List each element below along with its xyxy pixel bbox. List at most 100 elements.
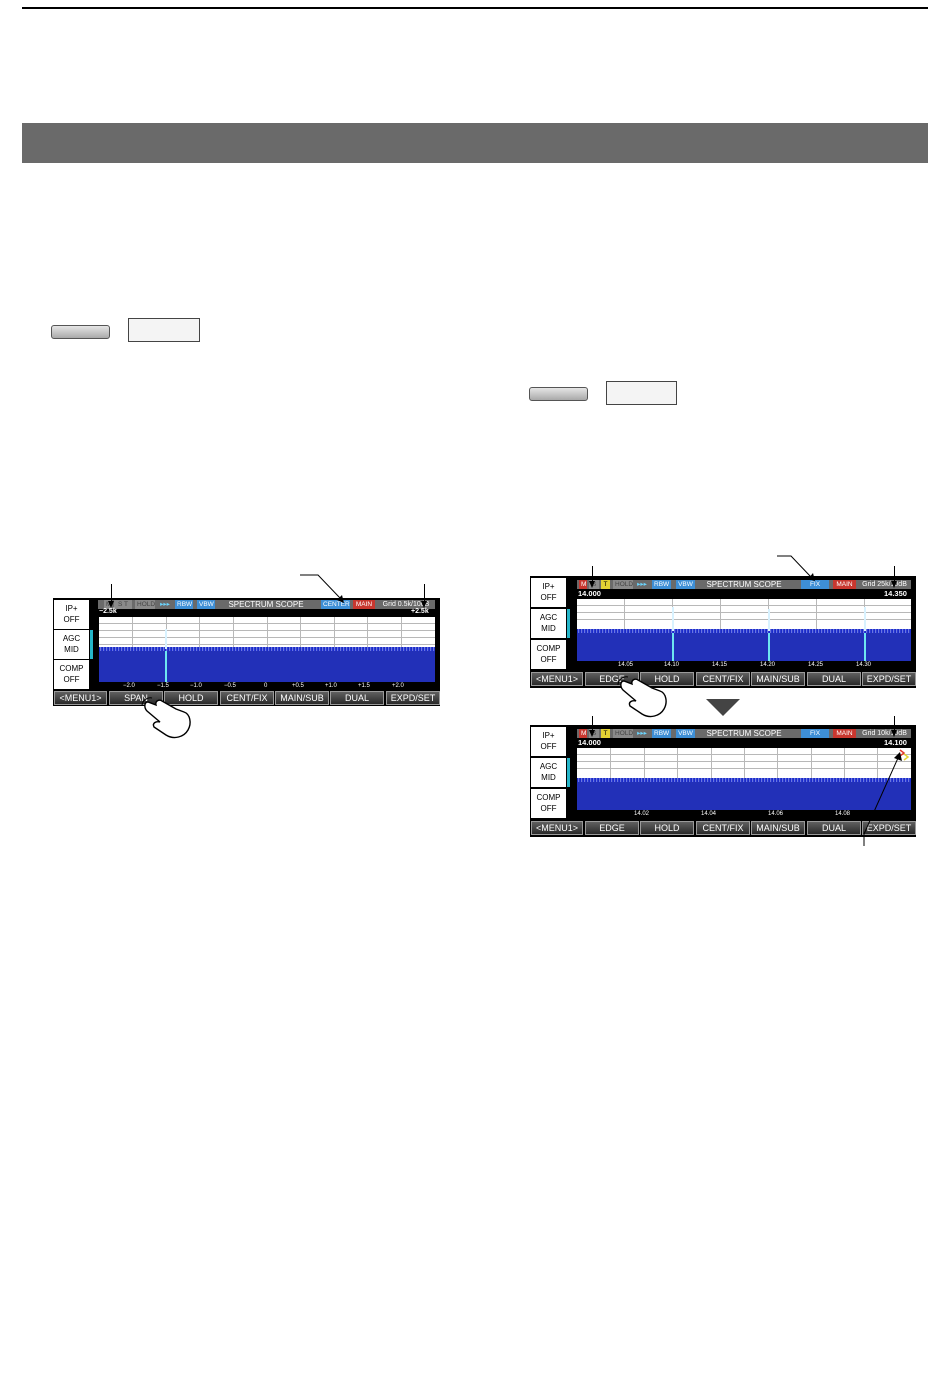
ip-plus-button[interactable]: IP+ OFF [531, 727, 566, 756]
callout-line [424, 584, 425, 602]
rbw-tag: RBW [175, 600, 193, 609]
speed-icon: ▸▸▸ [637, 581, 647, 588]
hold-button[interactable]: HOLD [640, 821, 694, 835]
span-button[interactable]: SPAN [109, 691, 163, 705]
scope-title: SPECTRUM SCOPE [228, 600, 304, 609]
axis-tick: 0 [264, 683, 268, 689]
chevron-callout-leader [863, 752, 902, 846]
speed-icon: ▸▸▸ [160, 601, 170, 608]
dual-button[interactable]: DUAL [807, 672, 861, 686]
fix-mode-tag: FIX [801, 729, 829, 738]
vbw-tag: VBW [676, 580, 695, 589]
scope-header: M S T HOLD ▸▸▸ RBW VBW SPECTRUM SCOPE FI… [577, 580, 911, 589]
marker-tag: S T [114, 600, 132, 609]
function-bar: <MENU1> EDGE HOLD CENT/FIX MAIN/SUB DUAL… [530, 820, 916, 837]
scope-header: M S T HOLD ▸▸▸ RBW VBW SPECTRUM SCOPE FI… [577, 729, 911, 738]
top-rule [22, 7, 928, 9]
callout-line [592, 716, 593, 731]
arrow-down-icon [421, 601, 427, 608]
rbw-tag: RBW [652, 580, 671, 589]
arrow-down-icon [891, 730, 897, 737]
agc-button[interactable]: AGC MID [54, 630, 93, 659]
ip-plus-button[interactable]: IP+ OFF [54, 600, 89, 629]
arrow-down-icon [589, 730, 595, 737]
axis-tick: 14.02 [634, 811, 650, 817]
waterfall [577, 782, 911, 810]
comp-button[interactable]: COMP OFF [54, 660, 89, 689]
signal-peak [864, 607, 866, 631]
section-banner [22, 123, 928, 163]
soft-key-box [128, 318, 200, 342]
marker-t-tag: T [601, 729, 610, 738]
expd-set-button[interactable]: EXPD/SET [862, 672, 916, 686]
grid-readout: Grid 10k/10dB [862, 730, 907, 737]
expd-set-button[interactable]: EXPD/SET [862, 821, 916, 835]
axis-tick: −1.0 [190, 683, 202, 689]
agc-button[interactable]: AGC MID [531, 609, 570, 638]
edge-button[interactable]: EDGE [585, 821, 639, 835]
lower-edge-freq: 14.000 [578, 738, 601, 747]
dual-button[interactable]: DUAL [330, 691, 384, 705]
comp-button[interactable]: COMP OFF [531, 789, 566, 818]
axis-tick: 14.06 [768, 811, 784, 817]
upper-edge-freq: 14.350 [884, 589, 907, 598]
signal-peak [672, 607, 674, 631]
axis-tick: 14.25 [808, 662, 824, 668]
cent-fix-button[interactable]: CENT/FIX [696, 821, 750, 835]
center-mode-tag: CENTER [321, 600, 350, 609]
cent-fix-button[interactable]: CENT/FIX [696, 672, 750, 686]
expd-set-button[interactable]: EXPD/SET [386, 691, 440, 705]
marker-t-tag: T [601, 580, 610, 589]
main-sub-button[interactable]: MAIN/SUB [751, 672, 805, 686]
axis-tick: +0.5 [292, 683, 304, 689]
spectrum-area [577, 599, 911, 633]
fix-mode-tag: FIX [801, 580, 829, 589]
axis-tick: 14.10 [664, 662, 680, 668]
rbw-tag: RBW [652, 729, 671, 738]
hold-tag: HOLD [135, 600, 156, 609]
cent-fix-button[interactable]: CENT/FIX [220, 691, 274, 705]
axis-tick: +2.0 [392, 683, 404, 689]
callout-line [894, 566, 895, 582]
hold-tag: HOLD [613, 580, 634, 589]
spectrum-scope-screen-fix-10k: IP+ OFF AGC MID COMP OFF M S T HOLD ▸▸▸ … [530, 725, 916, 837]
main-sub-button[interactable]: MAIN/SUB [275, 691, 329, 705]
speed-icon: ▸▸▸ [637, 730, 647, 737]
menu1-button[interactable]: <MENU1> [531, 821, 583, 835]
signal-peak [165, 629, 167, 649]
main-sub-button[interactable]: MAIN/SUB [751, 821, 805, 835]
soft-key-box [606, 381, 677, 405]
waterfall [577, 633, 911, 661]
dual-button[interactable]: DUAL [807, 821, 861, 835]
scope-title: SPECTRUM SCOPE [706, 729, 782, 738]
fix-callout-leader [777, 555, 815, 581]
axis-tick: 14.04 [701, 811, 717, 817]
main-tag: MAIN [353, 600, 375, 609]
scope-title: SPECTRUM SCOPE [706, 580, 782, 589]
axis-tick: −1.5 [157, 683, 169, 689]
hold-button[interactable]: HOLD [164, 691, 218, 705]
scope-header: M S T HOLD ▸▸▸ RBW VBW SPECTRUM SCOPE CE… [98, 600, 435, 609]
lower-edge-freq: 14.000 [578, 589, 601, 598]
side-menu: IP+ OFF AGC MID COMP OFF [53, 598, 93, 690]
grid-readout: Grid 25k/10dB [862, 581, 907, 588]
axis-tick: 14.05 [618, 662, 634, 668]
axis-tick: 14.15 [712, 662, 728, 668]
spectrum-area [577, 748, 911, 782]
function-bar: <MENU1> EDGE HOLD CENT/FIX MAIN/SUB DUAL… [530, 671, 916, 688]
signal-peak [768, 609, 770, 631]
ip-plus-button[interactable]: IP+ OFF [531, 578, 566, 607]
hard-key [51, 325, 110, 339]
hard-key [529, 387, 588, 401]
comp-button[interactable]: COMP OFF [531, 640, 566, 669]
side-menu: IP+ OFF AGC MID COMP OFF [530, 576, 570, 670]
menu1-button[interactable]: <MENU1> [531, 672, 583, 686]
menu1-button[interactable]: <MENU1> [54, 691, 107, 705]
hold-button[interactable]: HOLD [640, 672, 694, 686]
right-edge-label: +2.5k [411, 608, 429, 615]
arrow-down-icon [589, 581, 595, 588]
spectrum-area [99, 617, 435, 651]
agc-button[interactable]: AGC MID [531, 758, 570, 787]
left-edge-label: −2.5k [99, 608, 117, 615]
main-tag: MAIN [833, 580, 856, 589]
